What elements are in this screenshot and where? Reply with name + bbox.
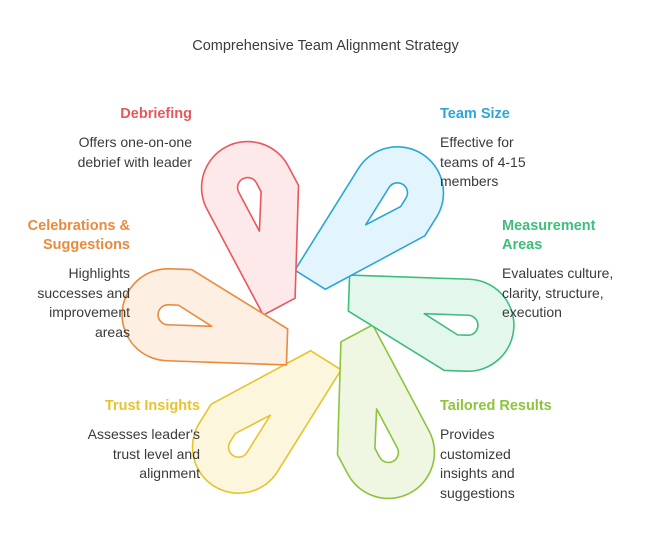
trust-loop-outline bbox=[191, 349, 342, 494]
debriefing-loop-outline bbox=[200, 140, 300, 316]
debriefing-loop bbox=[200, 140, 300, 316]
celebrations-loop-fill bbox=[122, 268, 288, 365]
team-size-loop bbox=[294, 146, 445, 291]
tailored-results-label: Tailored Results bbox=[440, 398, 552, 414]
measurement-loop-outline bbox=[347, 274, 515, 373]
celebrations-loop-outline bbox=[121, 267, 289, 366]
measurement-areas-description: Evaluates culture,clarity, structure,exe… bbox=[502, 265, 614, 320]
measurement-loop-fill bbox=[348, 275, 514, 372]
tailored-loop-fill bbox=[337, 324, 435, 499]
celebrations-suggestions-label: Celebrations &Suggestions bbox=[27, 218, 130, 253]
debriefing-loop-fill bbox=[201, 141, 299, 316]
tailored-loop-outline bbox=[336, 324, 436, 500]
trust-insights-label: Trust Insights bbox=[104, 398, 200, 414]
team-size-loop-outline bbox=[294, 146, 445, 291]
tailored-loop bbox=[336, 324, 436, 500]
debriefing-label: Debriefing bbox=[120, 106, 192, 122]
trust-loop bbox=[191, 349, 342, 494]
measurement-loop bbox=[347, 274, 515, 373]
team-size-label: Team Size bbox=[440, 106, 510, 122]
diagram-title: Comprehensive Team Alignment Strategy bbox=[192, 38, 459, 54]
celebrations-loop bbox=[121, 267, 289, 366]
